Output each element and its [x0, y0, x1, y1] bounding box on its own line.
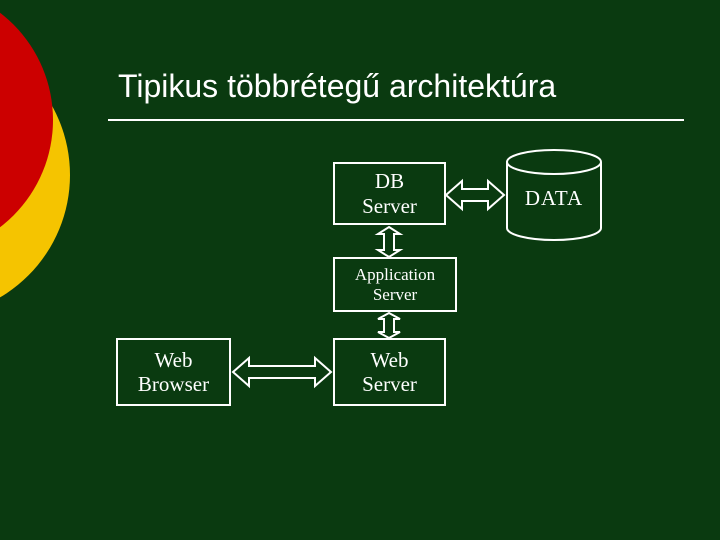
db-server-line-1: DB — [374, 169, 405, 194]
arrow-browser-webserver — [231, 355, 333, 389]
db-server-line-2: Server — [362, 193, 417, 218]
arrow-db-data — [444, 178, 506, 212]
web-server-line-2: Server — [362, 372, 417, 396]
data-label: DATA — [524, 186, 584, 210]
application-server-box: Application Server — [333, 257, 457, 312]
title-underline — [108, 119, 684, 121]
data-cylinder — [506, 149, 602, 241]
web-server-line-1: Web — [370, 347, 409, 372]
app-server-line-1: Application — [354, 264, 436, 284]
slide-title: Tipikus többrétegű architektúra — [118, 68, 557, 104]
db-server-box: DB Server — [333, 162, 446, 225]
web-browser-line-2: Browser — [137, 372, 210, 396]
web-browser-box: Web Browser — [116, 338, 231, 406]
app-server-line-2: Server — [372, 284, 418, 304]
web-browser-line-1: Web — [154, 347, 193, 372]
web-server-box: Web Server — [333, 338, 446, 406]
arrow-db-app — [374, 225, 404, 259]
arrow-app-webserver — [377, 311, 401, 340]
decor-red-circle — [0, 12, 53, 228]
